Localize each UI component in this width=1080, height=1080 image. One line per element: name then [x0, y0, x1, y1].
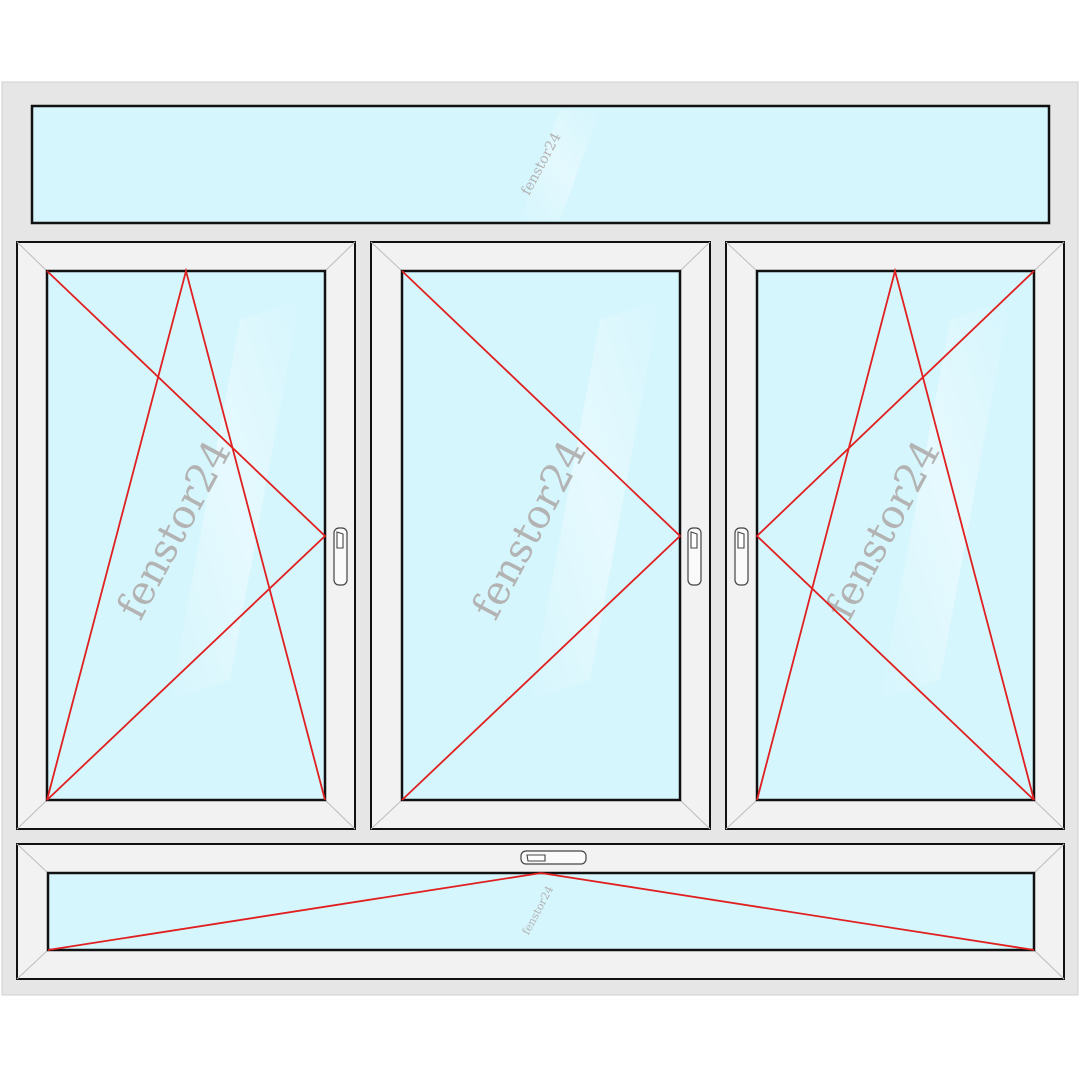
opening-lines-center [401, 270, 682, 801]
glass-reflection [520, 110, 600, 220]
glass-reflection [880, 300, 1010, 700]
bottom-transom-glass [46, 871, 1036, 952]
left-sash: fenstor24 [16, 241, 356, 830]
glass-reflection [170, 300, 300, 700]
opening-lines-bottom [47, 872, 1035, 951]
handle-icon[interactable] [687, 527, 702, 586]
center-sash: fenstor24 [370, 241, 711, 830]
bottom-transom: fenstor24 [16, 843, 1065, 980]
handle-icon[interactable] [734, 527, 749, 586]
opening-lines-left [46, 267, 327, 801]
handle-icon[interactable] [520, 850, 587, 865]
opening-lines-right [755, 267, 1035, 801]
handle-icon[interactable] [333, 527, 348, 586]
right-sash: fenstor24 [725, 241, 1065, 830]
top-transom: fenstor24 [30, 104, 1051, 225]
glass-reflection [530, 300, 660, 700]
